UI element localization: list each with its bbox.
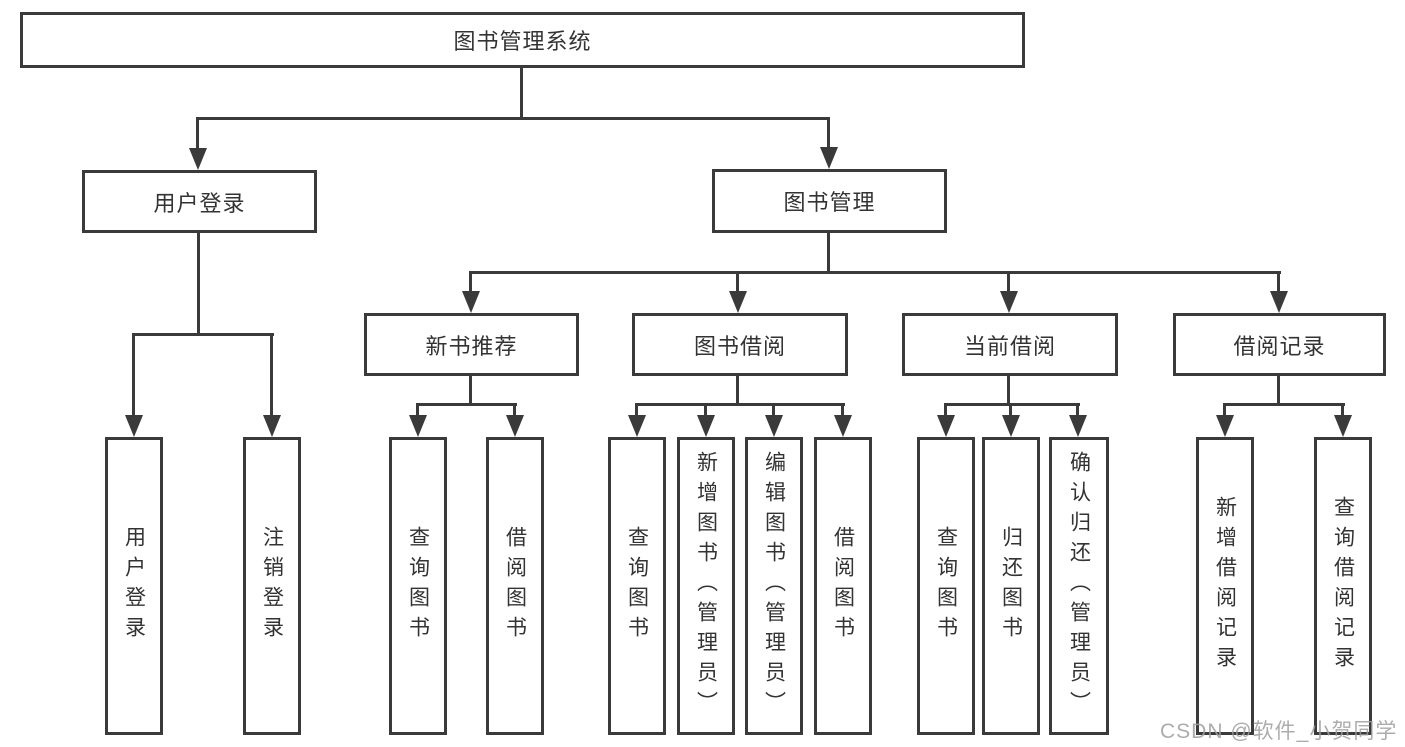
connector-root-branch [196,117,830,120]
connector-drop [704,403,707,417]
connector-drop [827,117,830,149]
node-borrow-records: 借阅记录 [1173,313,1386,376]
connector-trunk [1007,376,1010,406]
leaf-label: 确认归还（管理员） [1067,451,1091,721]
node-label: 新书推荐 [425,333,518,359]
connector-drop [1007,271,1010,293]
connector-trunk [736,376,739,406]
connector-drop [270,333,273,417]
leaf-label: 用户登录 [122,526,146,646]
leaf-query-borrow-record: 查询借阅记录 [1314,437,1372,735]
node-label: 用户登录 [153,190,246,216]
arrow-down-icon [820,147,838,169]
connector-drop [196,117,199,150]
leaf-label: 借阅图书 [503,526,527,646]
arrow-down-icon [1002,415,1020,437]
connector-branch [1223,403,1345,406]
leaf-add-book-admin: 新增图书（管理员） [677,437,735,735]
node-label: 图书管理 [783,190,876,215]
connector-drop [1076,403,1079,417]
connector-drop [944,403,947,417]
arrow-down-icon [697,415,715,437]
arrow-down-icon [189,148,207,170]
connector-user-login-trunk [197,233,200,336]
node-label: 图书管理系统 [453,29,592,54]
leaf-borrow-books: 借阅图书 [814,437,872,735]
leaf-user-login: 用户登录 [105,437,163,735]
arrow-down-icon [1334,415,1352,437]
leaf-label: 查询图书 [406,526,430,646]
leaf-edit-book-admin: 编辑图书（管理员） [745,437,803,735]
leaf-label: 查询图书 [934,526,958,646]
connector-drop [635,403,638,417]
connector-branch [416,403,517,406]
connector-branch [635,403,845,406]
leaf-confirm-return-admin: 确认归还（管理员） [1049,437,1109,735]
connector-drop [1277,271,1280,293]
connector-trunk [1277,376,1280,406]
arrow-down-icon [628,415,646,437]
csdn-watermark: CSDN @软件_小贺同学 [1160,720,1398,743]
connector-drop [513,403,516,417]
arrow-down-icon [125,415,143,437]
leaf-label: 归还图书 [999,526,1023,646]
connector-book-management-trunk [827,233,830,274]
leaf-query-books: 查询图书 [608,437,666,735]
node-library-management-system: 图书管理系统 [20,12,1025,68]
arrow-down-icon [765,415,783,437]
leaf-label: 注销登录 [260,526,284,646]
connector-drop [736,271,739,293]
node-user-login: 用户登录 [82,170,317,233]
leaf-label: 新增借阅记录 [1213,496,1237,676]
connector-drop [416,403,419,417]
leaf-label: 查询图书 [625,526,649,646]
arrow-down-icon [1270,291,1288,313]
leaf-label: 新增图书（管理员） [694,451,718,721]
arrow-down-icon [1069,415,1087,437]
arrow-down-icon [462,291,480,313]
leaf-label: 查询借阅记录 [1331,496,1355,676]
arrow-down-icon [506,415,524,437]
connector-root-trunk [520,68,523,119]
leaf-add-borrow-record: 新增借阅记录 [1196,437,1254,735]
arrow-down-icon [729,291,747,313]
node-label: 图书借阅 [693,333,786,359]
connector-drop [1009,403,1012,417]
leaf-return-books: 归还图书 [982,437,1040,735]
connector-drop [469,271,472,293]
connector-drop [772,403,775,417]
arrow-down-icon [834,415,852,437]
node-book-borrowing: 图书借阅 [632,313,848,376]
connector-branch [944,403,1080,406]
leaf-label: 借阅图书 [831,526,855,646]
arrow-down-icon [409,415,427,437]
node-book-management: 图书管理 [712,169,947,233]
connector-book-management-branch [469,271,1281,274]
leaf-label: 编辑图书（管理员） [762,451,786,721]
arrow-down-icon [937,415,955,437]
leaf-query-books: 查询图书 [917,437,975,735]
node-label: 当前借阅 [963,333,1056,359]
arrow-down-icon [1000,291,1018,313]
leaf-borrow-books: 借阅图书 [486,437,544,735]
connector-drop [841,403,844,417]
node-current-borrowing: 当前借阅 [902,313,1118,376]
leaf-logout: 注销登录 [243,437,301,735]
connector-trunk [469,376,472,406]
connector-drop [1223,403,1226,417]
leaf-query-books: 查询图书 [389,437,447,735]
connector-user-login-branch [132,333,274,336]
node-label: 借阅记录 [1233,333,1326,359]
node-new-book-recommendation: 新书推荐 [364,313,579,376]
connector-drop [132,333,135,417]
arrow-down-icon [263,415,281,437]
connector-drop [1341,403,1344,417]
arrow-down-icon [1216,415,1234,437]
